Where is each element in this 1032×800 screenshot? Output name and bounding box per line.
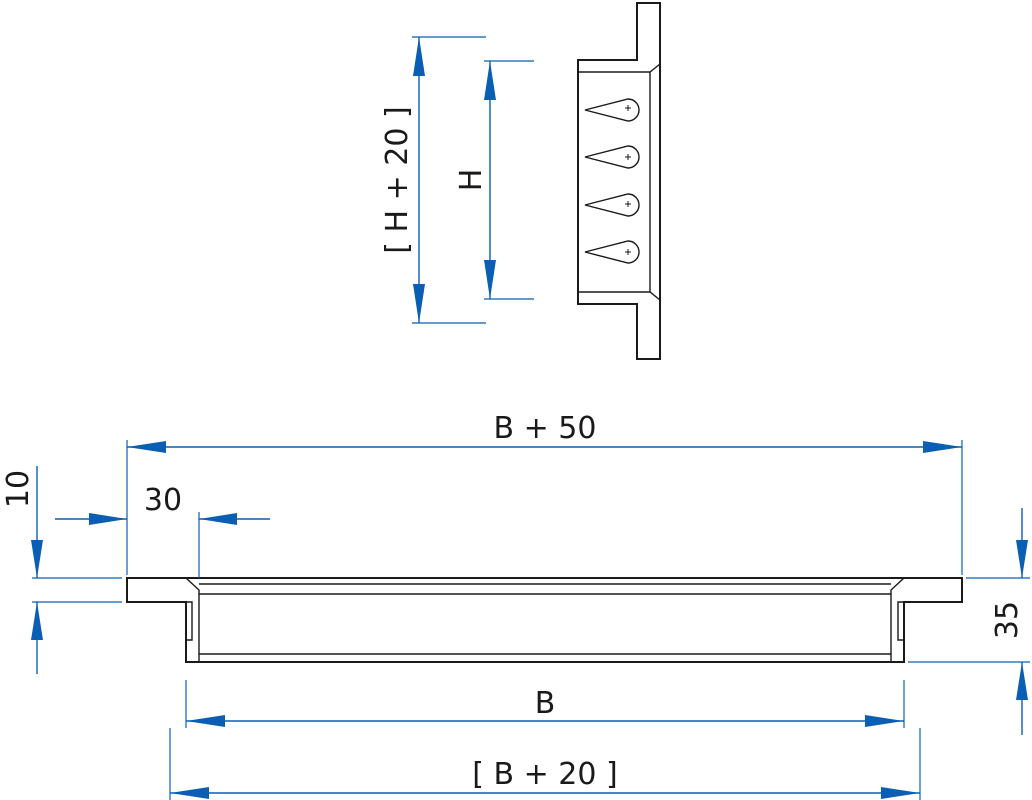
side-view-inner-bottom (578, 291, 661, 301)
dimension-height: H (454, 60, 534, 300)
dimension-inner-width: B (185, 680, 905, 728)
dimension-outer-width: [ B + 20 ] (169, 728, 921, 800)
drain-slot (584, 193, 640, 217)
dimension-label-inner-width: B (535, 686, 556, 721)
dimension-overall-width: B + 50 (126, 411, 963, 575)
cross-section-inner-left (185, 577, 200, 662)
dimension-flange-width: 30 (55, 483, 270, 578)
dimension-label-flange-thickness: 10 (1, 470, 36, 508)
dimension-label-total-depth: 35 (990, 601, 1025, 639)
dimension-label-outer-width: [ B + 20 ] (472, 757, 617, 792)
dimension-flange-thickness: 10 (1, 466, 122, 674)
side-view-outline (577, 2, 661, 360)
cross-section-view (126, 577, 963, 663)
cross-section-outline (126, 577, 963, 663)
side-view (577, 2, 661, 360)
drain-slot (584, 98, 640, 122)
dimension-label-flange-width: 30 (144, 483, 182, 518)
cross-section-inner-right (890, 577, 905, 662)
side-view-inner-top (578, 63, 661, 73)
dimension-total-depth: 35 (908, 508, 1030, 735)
dimension-label-overall-height: [ H + 20 ] (380, 106, 415, 253)
dimension-label-height: H (454, 169, 489, 192)
drain-slot (584, 145, 640, 169)
dimension-label-overall-width: B + 50 (494, 411, 597, 446)
drain-slot (584, 240, 640, 264)
dimension-overall-height: [ H + 20 ] (380, 36, 486, 324)
